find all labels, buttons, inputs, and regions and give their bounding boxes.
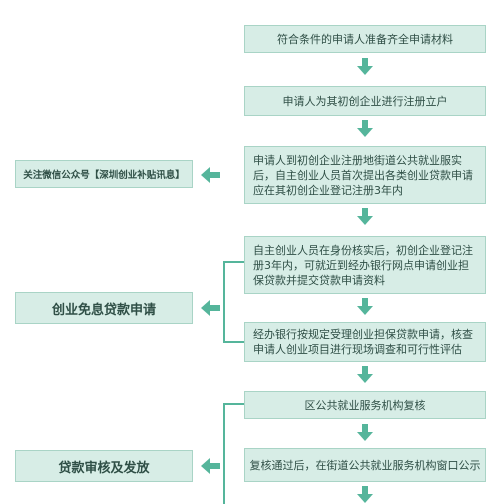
loan-apply-label-text: 创业免息贷款申请: [51, 302, 156, 318]
bracket-connector-apply: [223, 261, 244, 343]
step-text: 申请人为其初创企业进行注册立户: [282, 94, 448, 108]
step-prepare-materials: 符合条件的申请人准备齐全申请材料: [244, 25, 486, 53]
step-text: 申请人到初创企业注册地街道公共就业服实后，自主创业人员首次提出各类创业贷款申请应…: [253, 153, 473, 197]
arrow-left-icon: [201, 458, 220, 474]
step-register-enterprise: 申请人为其初创企业进行注册立户: [244, 86, 486, 116]
step-text: 复核通过后，在街道公共就业服务机构窗口公示: [249, 458, 481, 472]
step-text: 经办银行按规定受理创业担保贷款申请，核查申请人创业项目进行现场调查和可行性评估: [253, 328, 473, 356]
loan-review-label-text: 贷款审核及发放: [58, 460, 150, 476]
step-verify-identity: 申请人到初创企业注册地街道公共就业服实后，自主创业人员首次提出各类创业贷款申请应…: [244, 146, 486, 204]
bracket-connector-review: [223, 403, 244, 504]
step-text: 符合条件的申请人准备齐全申请材料: [277, 32, 453, 46]
arrow-down-icon: [357, 486, 373, 503]
arrow-left-icon: [201, 167, 220, 183]
wechat-label: 关注微信公众号【深圳创业补贴讯息】: [15, 160, 193, 188]
step-public-notice: 复核通过后，在街道公共就业服务机构窗口公示: [244, 448, 486, 482]
arrow-down-icon: [357, 424, 373, 441]
step-text: 自主创业人员在身份核实后，初创企业登记注册3年内，可就近到经办银行网点申请创业担…: [253, 243, 473, 287]
loan-review-label: 贷款审核及发放: [15, 450, 193, 482]
step-text: 区公共就业服务机构复核: [304, 398, 426, 412]
arrow-down-icon: [357, 366, 373, 383]
arrow-down-icon: [357, 208, 373, 225]
step-bank-application: 自主创业人员在身份核实后，初创企业登记注册3年内，可就近到经办银行网点申请创业担…: [244, 236, 486, 294]
arrow-down-icon: [357, 298, 373, 315]
wechat-label-text: 关注微信公众号【深圳创业补贴讯息】: [23, 170, 185, 181]
step-bank-review: 经办银行按规定受理创业担保贷款申请，核查申请人创业项目进行现场调查和可行性评估: [244, 322, 486, 362]
step-district-recheck: 区公共就业服务机构复核: [244, 391, 486, 419]
arrow-down-icon: [357, 58, 373, 75]
arrow-left-icon: [201, 300, 220, 316]
loan-apply-label: 创业免息贷款申请: [15, 292, 193, 324]
arrow-down-icon: [357, 120, 373, 137]
